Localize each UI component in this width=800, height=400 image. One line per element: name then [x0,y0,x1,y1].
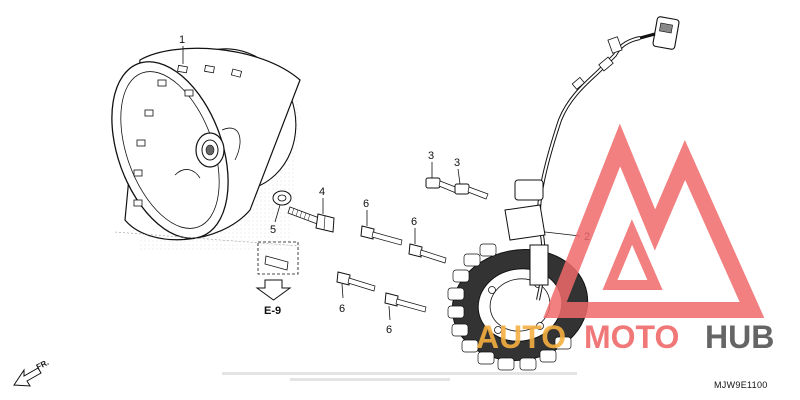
flywheel-part[interactable] [90,30,316,254]
stator-pickup [504,179,549,286]
stator-bolt-b[interactable] [408,243,447,264]
stator-bolt-a[interactable] [360,225,403,246]
reference-box [114,231,301,275]
diagram-code: MJW9E1100 [714,380,768,390]
watermark-text-auto: AUTO [476,319,566,355]
e9-reference-label: E-9 [264,305,281,317]
callout-stator-bolt-d: 6 [386,324,392,336]
e9-reference-arrow[interactable] [255,279,292,301]
washer[interactable] [272,190,292,206]
watermark-logo: AUTO MOTO HUB [476,123,774,355]
callout-stator-bolt-c: 6 [339,303,345,315]
front-direction-arrow [13,367,42,387]
front-direction-label: FR. [35,358,51,372]
callout-stator-bolt-a: 6 [363,198,369,210]
callout-bolt-top-left: 3 [428,150,434,162]
stator-part[interactable] [443,16,680,371]
stator-bolt-d[interactable] [384,292,427,313]
copyright-fineprint [222,372,577,381]
stator-bolt-top-left[interactable] [425,177,459,194]
stator-bolt-top-right[interactable] [454,183,489,200]
flywheel-bolt[interactable] [287,206,335,233]
stator-wire-harness [536,16,680,301]
watermark-triangle-icon [543,123,765,318]
stator-bolt-c[interactable] [336,271,376,292]
callout-bolt-top-right: 3 [454,157,460,169]
callout-flywheel: 1 [179,34,185,46]
callout-flywheel-bolt: 4 [319,186,325,198]
watermark-text-hub: HUB [705,319,774,355]
watermark-text-moto: MOTO [584,319,679,355]
leader-lines [182,46,581,321]
callout-washer: 5 [270,224,276,236]
callout-stator-bolt-b: 6 [411,216,417,228]
